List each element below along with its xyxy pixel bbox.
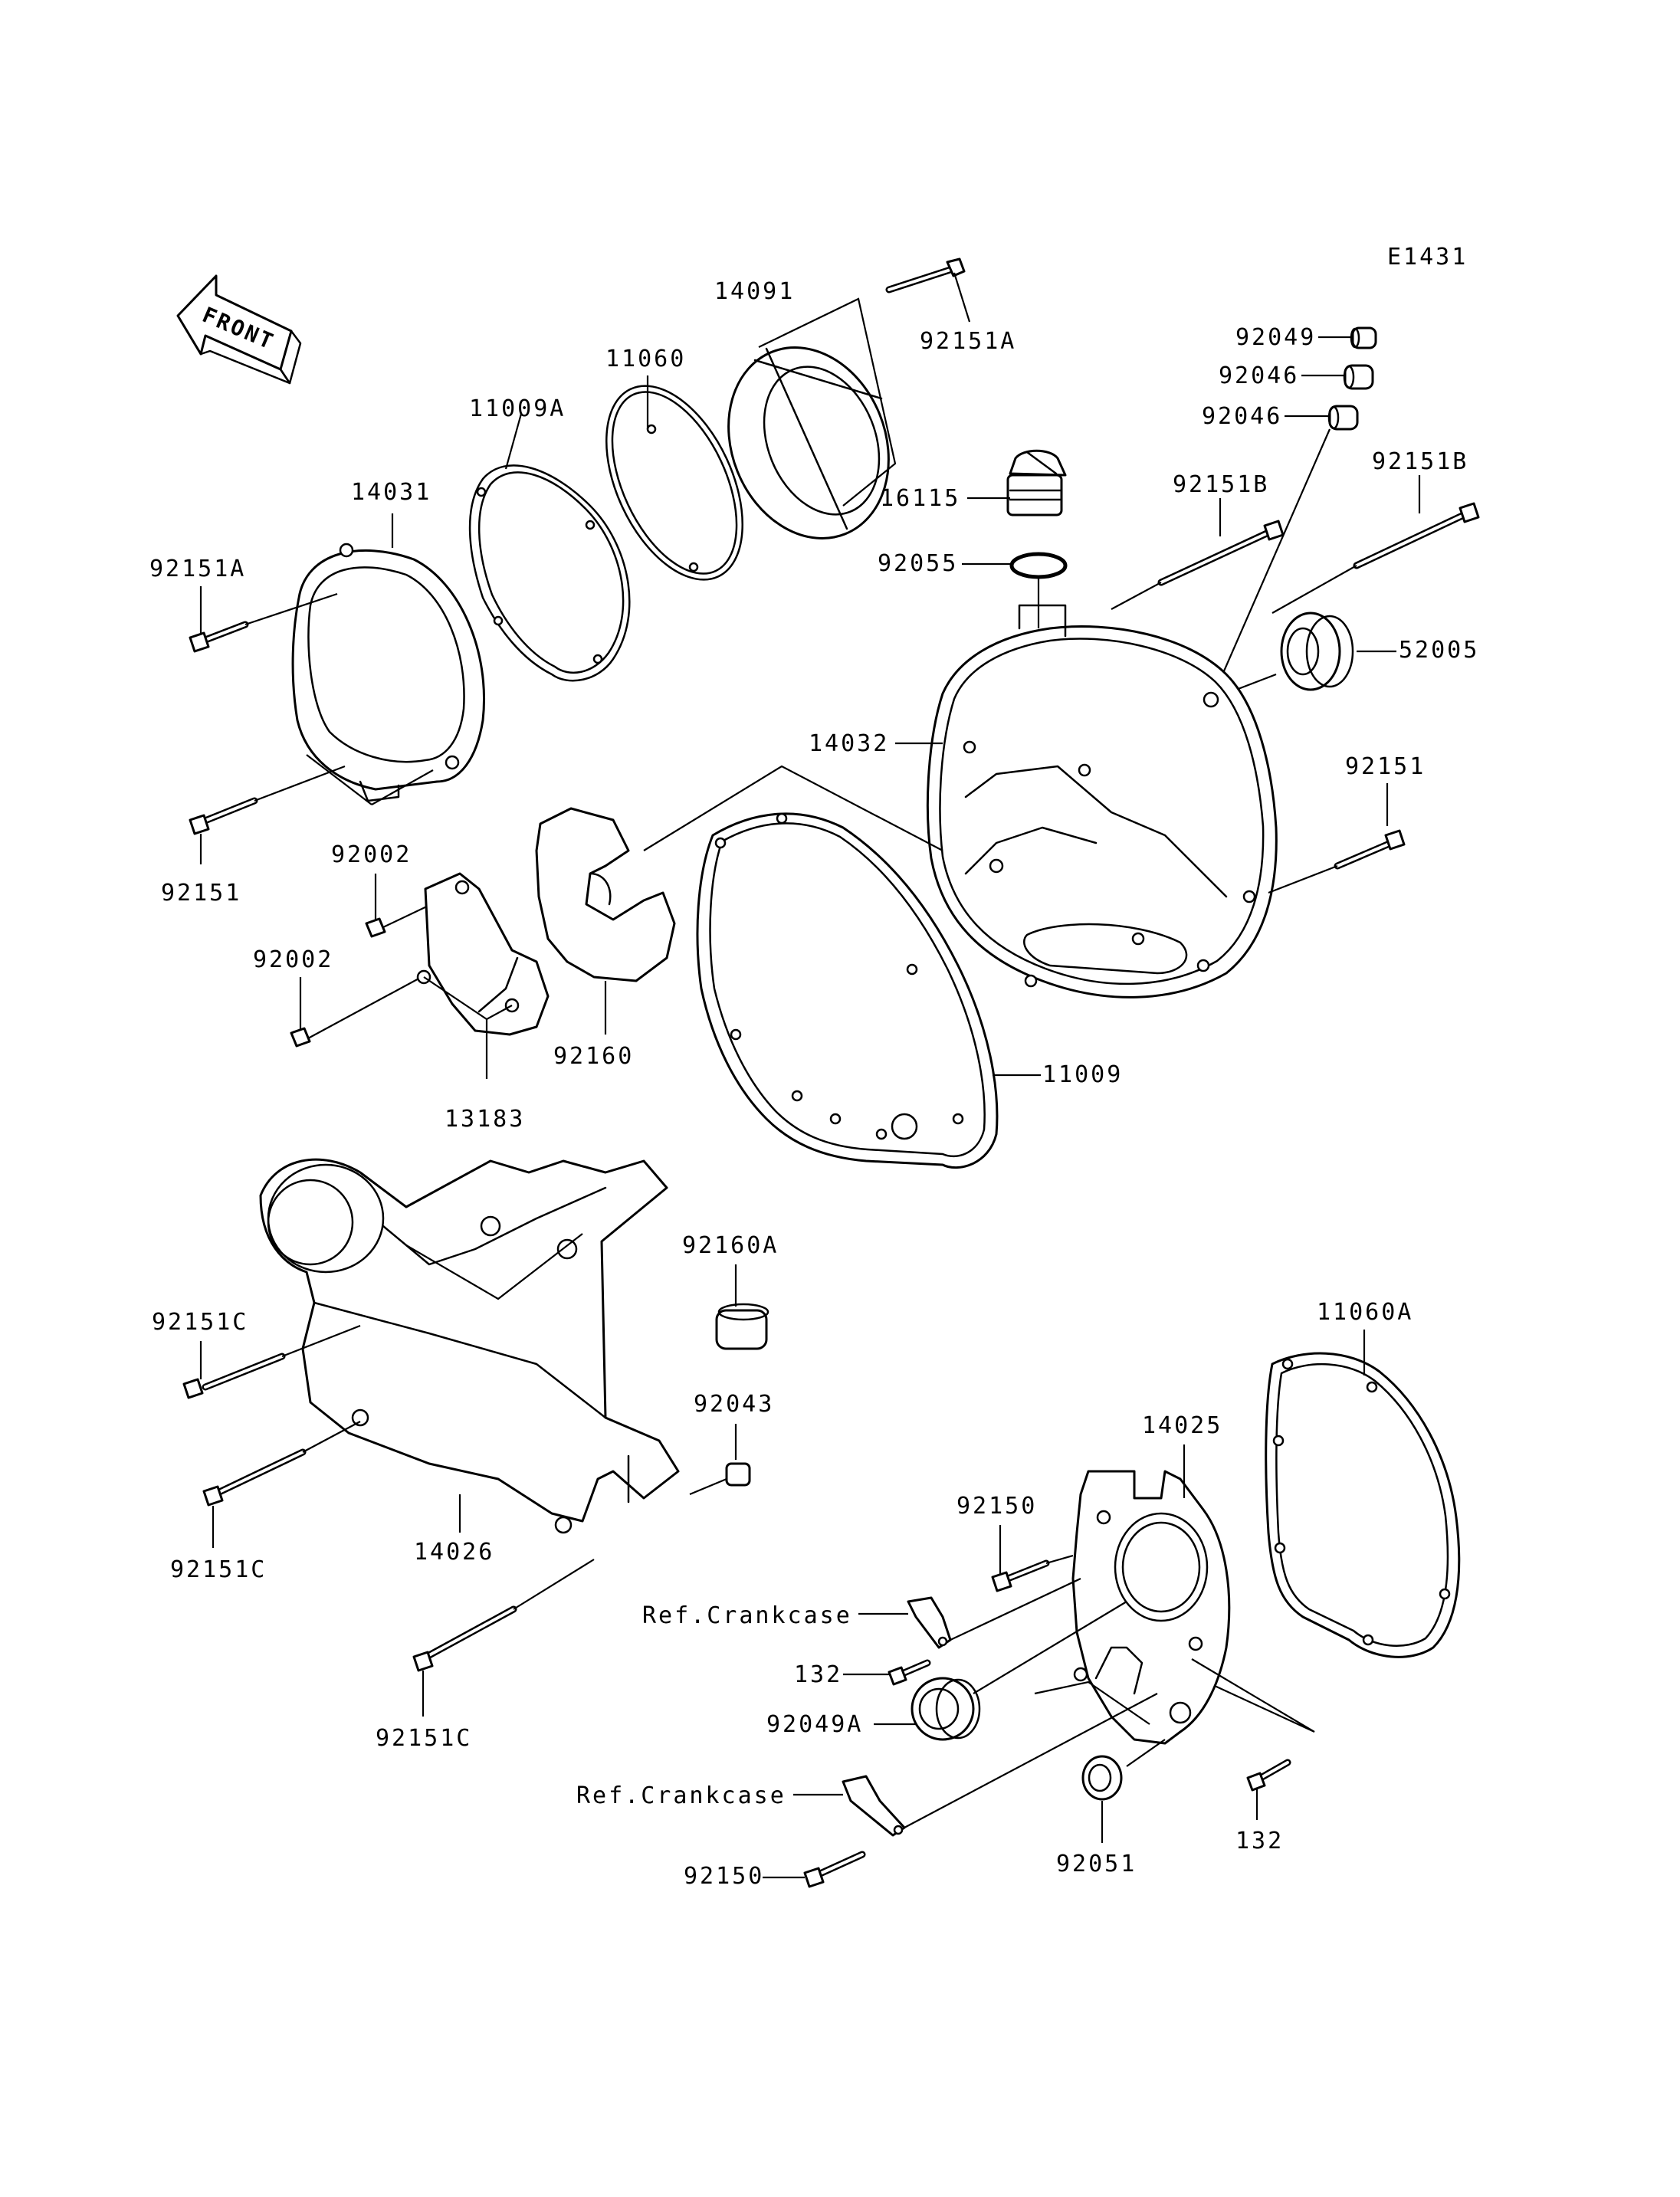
label-92151-right: 92151: [1345, 753, 1426, 780]
part-92049-bushing[interactable]: [1350, 326, 1377, 349]
bolt-92151B-b[interactable]: [1353, 502, 1480, 569]
bolt-132-a[interactable]: [888, 1659, 931, 1686]
part-ref-crankcase-bracket-a[interactable]: [907, 1596, 952, 1649]
bolt-92151A-top[interactable]: [885, 257, 966, 293]
bolt-92151-right[interactable]: [1334, 829, 1406, 870]
bolt-92151C-b[interactable]: [202, 1448, 307, 1507]
label-92151A-left: 92151A: [149, 556, 246, 582]
part-13183-plate[interactable]: [416, 872, 550, 1036]
part-92049A-oil-seal[interactable]: [911, 1677, 981, 1741]
label-92151C-c: 92151C: [376, 1725, 472, 1752]
part-14032-clutch-cover[interactable]: [926, 604, 1278, 998]
ref-crankcase-label-b: Ref.Crankcase: [576, 1782, 786, 1809]
label-92150-b: 92150: [684, 1863, 764, 1890]
part-11060A-gasket[interactable]: [1265, 1352, 1461, 1658]
label-92151C-a: 92151C: [152, 1309, 248, 1336]
label-92151C-b: 92151C: [170, 1556, 267, 1583]
bolt-92151A-left[interactable]: [189, 621, 249, 653]
bolt-92002-a[interactable]: [365, 917, 386, 938]
label-92046-a: 92046: [1219, 362, 1299, 389]
bolt-92151B-a[interactable]: [1157, 520, 1285, 586]
part-92051-oil-seal[interactable]: [1081, 1755, 1123, 1801]
label-92151A-top: 92151A: [920, 328, 1016, 355]
label-92002-a: 92002: [331, 841, 412, 868]
diagram-id: E1431: [1387, 244, 1468, 271]
part-11009A-gasket[interactable]: [468, 464, 631, 682]
label-14032: 14032: [809, 730, 889, 757]
bolt-92150-a[interactable]: [991, 1559, 1050, 1592]
label-14031: 14031: [351, 479, 431, 506]
label-14091: 14091: [714, 278, 795, 305]
label-92055: 92055: [878, 550, 958, 577]
label-132-b: 132: [1235, 1828, 1284, 1854]
part-ref-crankcase-bracket-b[interactable]: [842, 1775, 906, 1837]
label-13183: 13183: [445, 1106, 525, 1133]
part-11060-gasket[interactable]: [579, 365, 770, 601]
label-92049: 92049: [1235, 324, 1316, 351]
label-11060A: 11060A: [1317, 1299, 1413, 1326]
label-92151B-a: 92151B: [1173, 471, 1269, 498]
part-92046-bushing-b[interactable]: [1327, 405, 1359, 431]
label-92051: 92051: [1056, 1851, 1137, 1877]
bolt-92002-b[interactable]: [290, 1027, 311, 1048]
part-16115-filler-cap[interactable]: [1006, 449, 1067, 516]
label-14026: 14026: [414, 1539, 494, 1566]
front-arrow-icon: FRONT: [176, 274, 302, 385]
label-52005: 52005: [1399, 637, 1479, 664]
label-92151-left: 92151: [161, 880, 241, 907]
label-92150-a: 92150: [956, 1493, 1037, 1520]
part-11009-gasket[interactable]: [696, 812, 999, 1169]
part-14091-cover[interactable]: [701, 323, 916, 562]
part-92160A-damper[interactable]: [715, 1303, 769, 1350]
part-52005-oil-seal[interactable]: [1280, 612, 1354, 691]
part-92055-o-ring[interactable]: [1009, 552, 1068, 579]
label-92151B-b: 92151B: [1372, 448, 1468, 475]
bolt-92151C-a[interactable]: [182, 1353, 286, 1399]
label-92049A: 92049A: [766, 1711, 863, 1738]
label-14025: 14025: [1142, 1412, 1222, 1439]
part-14025-cover[interactable]: [1071, 1470, 1231, 1745]
bolt-92151C-c[interactable]: [412, 1605, 517, 1672]
part-14026-sprocket-cover[interactable]: [259, 1158, 680, 1534]
label-11060: 11060: [605, 346, 686, 372]
label-11009: 11009: [1042, 1061, 1123, 1088]
part-14031-cover[interactable]: [291, 543, 486, 802]
label-92160A: 92160A: [682, 1232, 779, 1259]
bolt-92150-b[interactable]: [803, 1851, 866, 1888]
label-132-a: 132: [794, 1661, 842, 1688]
label-92160: 92160: [553, 1043, 634, 1070]
part-92046-bushing-a[interactable]: [1343, 364, 1374, 390]
bolt-92151-left[interactable]: [189, 797, 258, 835]
bolt-132-b[interactable]: [1246, 1759, 1291, 1792]
label-11009A: 11009A: [469, 395, 566, 422]
label-16115: 16115: [880, 485, 960, 512]
label-92046-b: 92046: [1202, 403, 1282, 430]
label-92043: 92043: [694, 1391, 774, 1418]
ref-crankcase-label-a: Ref.Crankcase: [642, 1602, 852, 1629]
part-92043-pin[interactable]: [725, 1462, 751, 1487]
label-92002-b: 92002: [253, 946, 333, 973]
part-92160-insulator[interactable]: [535, 807, 676, 982]
